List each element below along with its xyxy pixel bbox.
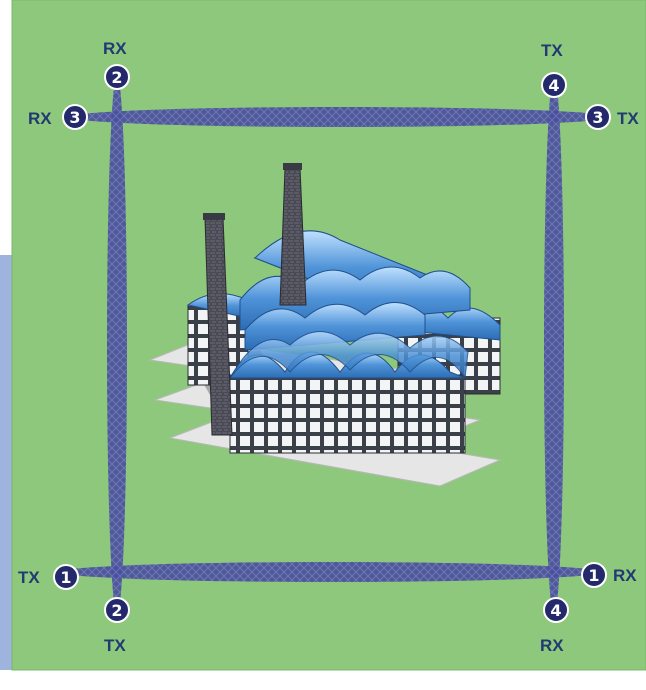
label-top-left-2: RX — [103, 39, 127, 58]
label-bottom-left-2: TX — [104, 636, 126, 655]
node-top-left: 2 3 — [62, 64, 130, 130]
badge-3 — [585, 104, 611, 130]
badge-1 — [581, 562, 607, 588]
badge-2 — [104, 64, 130, 90]
label-bottom-right-1: RX — [613, 566, 637, 585]
beam-3 — [70, 107, 610, 127]
beam-4 — [544, 75, 564, 615]
badge-4 — [543, 597, 569, 623]
front-roof-top — [229, 331, 469, 380]
badge-2-number: 2 — [111, 601, 122, 620]
node-top-right: 4 3 — [541, 72, 611, 130]
badge-4-number: 4 — [548, 76, 559, 95]
chimney-left-cap — [203, 213, 225, 220]
label-bottom-right-4: RX — [540, 636, 564, 655]
badge-2 — [104, 597, 130, 623]
front-building — [229, 374, 466, 454]
badge-1-number: 1 — [60, 568, 71, 587]
label-bottom-left-1: TX — [18, 568, 40, 587]
badge-3 — [62, 104, 88, 130]
badge-3-number: 3 — [592, 108, 603, 127]
badge-1 — [53, 564, 79, 590]
label-top-right-4: TX — [541, 41, 563, 60]
side-panel — [0, 255, 12, 670]
node-bottom-left: 1 2 — [53, 564, 130, 623]
chimney-right-cap — [283, 163, 302, 170]
field-border — [11, 0, 646, 671]
badge-4-number: 4 — [550, 601, 561, 620]
beam-2 — [107, 75, 127, 615]
badge-4 — [541, 72, 567, 98]
beam-1 — [60, 562, 600, 582]
badge-3-number: 3 — [69, 108, 80, 127]
badge-1-number: 1 — [588, 566, 599, 585]
badge-2-number: 2 — [111, 68, 122, 87]
factory-illustration — [148, 163, 502, 487]
node-bottom-right: 1 4 — [543, 562, 607, 623]
label-top-left-3: RX — [28, 109, 52, 128]
label-top-right-3: TX — [617, 109, 639, 128]
